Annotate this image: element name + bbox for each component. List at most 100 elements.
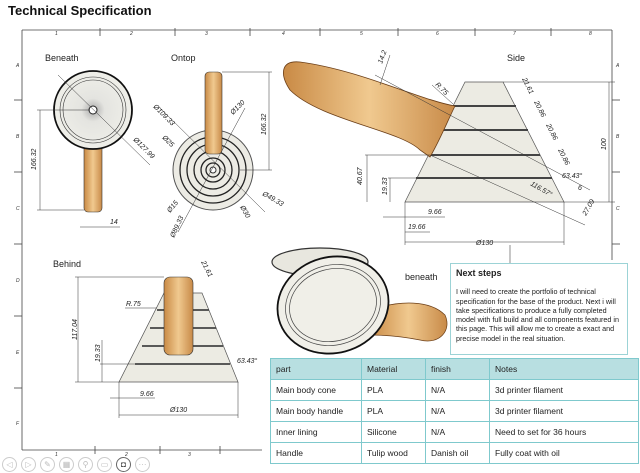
dimension-label: 6 — [578, 185, 582, 192]
dimension-label: 9.66 — [428, 209, 442, 216]
dimension-label: 8 — [589, 31, 592, 37]
dimension-label: C — [16, 206, 20, 212]
cell: Main body handle — [270, 400, 362, 422]
page-title: Technical Specification — [8, 3, 152, 18]
prev-icon[interactable]: ◁ — [2, 457, 17, 472]
dimension-label: 9.66 — [140, 391, 154, 398]
dimension-label: Ø49.33 — [260, 190, 284, 208]
dimension-label: R.75 — [434, 81, 449, 96]
cell: Handle — [270, 442, 362, 464]
dimension-label: Ø130 — [169, 407, 187, 414]
dimension-label: 14 — [110, 219, 118, 226]
dimension-label: Ø127.99 — [131, 136, 156, 161]
view-behind: Behind 117.04 19.33 R.75 21.61 63.43° 9.… — [53, 259, 258, 418]
dimension-label: 63.43° — [562, 172, 583, 180]
dimension-label: 100 — [601, 138, 608, 150]
dimension-label: Ontop — [171, 53, 196, 63]
dimension-label: Ø109.33 — [151, 103, 176, 128]
pen-icon[interactable]: ✎ — [40, 457, 55, 472]
grid-icon[interactable]: ▦ — [59, 457, 74, 472]
dimension-label: beneath — [405, 272, 438, 282]
spec-table: part Material finish Notes Main body con… — [270, 358, 639, 464]
dimension-label: 2 — [124, 452, 128, 458]
dimension-label: B — [16, 134, 20, 140]
cell: Silicone — [361, 421, 426, 443]
dimension-label: R.75 — [126, 301, 141, 308]
dimension-label: 21.61 — [199, 259, 214, 279]
cell: PLA — [361, 400, 426, 422]
next-steps-heading: Next steps — [456, 268, 502, 278]
dimension-label: 7 — [513, 31, 516, 37]
dimension-label: 14.2 — [377, 49, 388, 64]
view-side: Side 40.67 19.33 9.66 19.66 Ø130 100 14.… — [283, 49, 615, 247]
cell: 3d printer filament — [489, 400, 639, 422]
dimension-label: Behind — [53, 259, 81, 269]
cell: PLA — [361, 379, 426, 401]
dimension-label: 1 — [55, 452, 58, 458]
dimension-label: 40.67 — [357, 166, 364, 185]
dimension-label: A — [15, 63, 20, 69]
header-notes: Notes — [489, 358, 639, 380]
more-icon[interactable]: ··· — [135, 457, 150, 472]
dimension-label: Side — [507, 53, 525, 63]
dimension-label: Beneath — [45, 53, 79, 63]
dimension-label: 19.66 — [408, 224, 426, 231]
next-icon[interactable]: ▷ — [21, 457, 36, 472]
dimension-label: 117.04 — [72, 319, 79, 340]
dimension-label: Ø130 — [229, 99, 247, 117]
grid-labels: 1 2 3 4 5 6 7 8 A B C A B C D E F 1 2 3 — [15, 31, 620, 458]
dimension-label: Ø25 — [160, 134, 175, 149]
dimension-label: Ø89.33 — [169, 215, 186, 240]
cell: N/A — [425, 400, 490, 422]
dimension-label: 6 — [436, 31, 439, 37]
next-steps-body: I will need to create the portfolio of t… — [456, 287, 620, 343]
cell: Tulip wood — [361, 442, 426, 464]
header-material: Material — [361, 358, 426, 380]
presentation-toolbar: ◁ ▷ ✎ ▦ ⚲ ▭ ◘ ··· — [2, 457, 150, 472]
dimension-label: Ø130 — [475, 240, 493, 247]
dimension-label: 27.09 — [581, 198, 596, 218]
cell: Inner lining — [270, 421, 362, 443]
dimension-label: 5 — [360, 31, 363, 37]
view-ontop: Ontop 166.32 Ø109.33 Ø25 Ø130 Ø15 Ø89.33… — [151, 53, 285, 240]
dimension-label: 1 — [55, 31, 58, 37]
dimension-label: B — [616, 134, 620, 140]
cell: Need to set for 36 hours — [489, 421, 639, 443]
dimension-label: F — [16, 421, 20, 427]
dimension-label: 19.33 — [382, 177, 389, 195]
dimension-label: Ø30 — [238, 204, 251, 220]
table-header: part Material finish Notes — [270, 358, 639, 380]
screen-icon[interactable]: ▭ — [97, 457, 112, 472]
dimension-label: 3 — [205, 31, 208, 37]
dimension-label: 2 — [129, 31, 133, 37]
cell: N/A — [425, 379, 490, 401]
camera-icon[interactable]: ◘ — [116, 457, 131, 472]
sheet-frame — [14, 28, 620, 454]
header-part: part — [270, 358, 362, 380]
dimension-label: 3 — [188, 452, 191, 458]
cell: Danish oil — [425, 442, 490, 464]
cell: N/A — [425, 421, 490, 443]
dimension-label: 19.33 — [95, 344, 102, 362]
cell: Main body cone — [270, 379, 362, 401]
dimension-label: 166.32 — [31, 148, 38, 170]
view-beneath: Beneath 166.32 14 Ø127.99 — [31, 53, 156, 228]
dimension-label: E — [16, 350, 20, 356]
view-beneath-3d: beneath — [271, 247, 448, 355]
header-finish: finish — [425, 358, 490, 380]
dimension-label: C — [616, 206, 620, 212]
dimension-label: D — [16, 278, 20, 284]
dimension-label: A — [615, 63, 620, 69]
dimension-label: 4 — [282, 31, 285, 37]
dimension-label: 166.32 — [261, 113, 268, 135]
cell: 3d printer filament — [489, 379, 639, 401]
search-icon[interactable]: ⚲ — [78, 457, 93, 472]
dimension-label: 63.43° — [237, 357, 258, 365]
cell: Fully coat with oil — [489, 442, 639, 464]
next-steps-panel: Next steps I will need to create the por… — [450, 263, 628, 355]
dimension-label: Ø15 — [166, 200, 181, 215]
